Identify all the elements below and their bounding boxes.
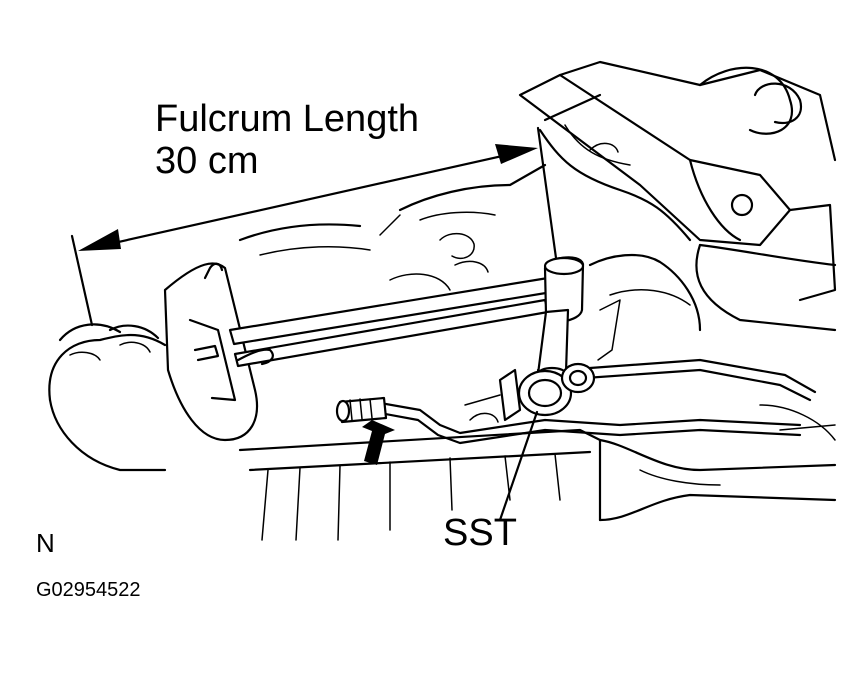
brake-pipe	[378, 299, 817, 445]
pipe-fitting	[335, 396, 388, 424]
torque-wrench	[163, 256, 585, 442]
sst-leader-line	[498, 410, 539, 522]
location-arrow	[362, 420, 395, 465]
orientation-label: N	[36, 528, 55, 558]
hand-left	[48, 323, 167, 472]
fulcrum-length-value: 30 cm	[155, 140, 259, 182]
sst-label: SST	[443, 512, 517, 554]
dimension-line	[70, 126, 558, 327]
arrowhead-right	[495, 144, 538, 164]
sst-socket	[464, 362, 596, 423]
lower-frame	[238, 404, 837, 541]
arrowhead-left	[78, 229, 121, 251]
engine-background	[238, 60, 837, 332]
fulcrum-length-title: Fulcrum Length	[155, 98, 420, 140]
extension-line-left	[70, 234, 94, 327]
dimension-arrow-line	[94, 150, 522, 249]
figure-code: G02954522	[36, 579, 141, 601]
extension-line-right	[536, 126, 558, 260]
